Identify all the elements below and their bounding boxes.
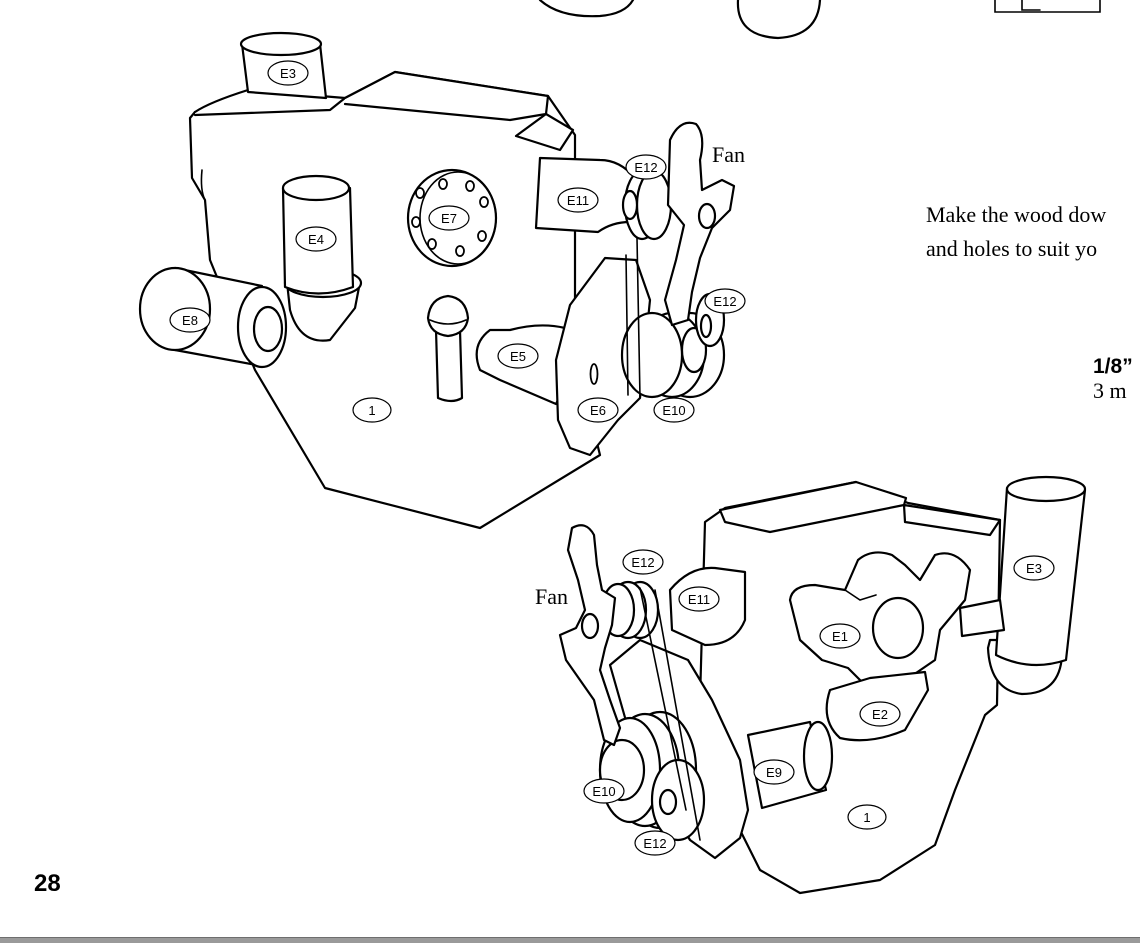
fan-label-bottom: Fan bbox=[535, 584, 568, 609]
part-fan-bottom bbox=[558, 524, 622, 747]
svg-text:E5: E5 bbox=[510, 349, 526, 364]
part-labels-bottom: E12 E11 E3 E1 E2 E9 E10 E12 1 Fan bbox=[535, 549, 1055, 856]
label-e12-bottom-b: E12 bbox=[634, 830, 676, 856]
svg-text:E12: E12 bbox=[631, 555, 654, 570]
part-labels-top: E3 E4 E7 E11 E12 E12 E8 E5 E6 E10 1 Fan bbox=[169, 60, 746, 423]
label-e12-top-a: E12 bbox=[625, 154, 667, 180]
part-pulleys-top bbox=[620, 169, 726, 399]
part-e8-cylinder bbox=[138, 266, 288, 369]
page-number: 28 bbox=[34, 870, 61, 897]
label-e11-top: E11 bbox=[557, 187, 599, 213]
part-e4-cylinder bbox=[281, 174, 363, 342]
svg-text:1: 1 bbox=[368, 403, 375, 418]
label-part1-bottom: 1 bbox=[847, 804, 887, 830]
label-e5-top: E5 bbox=[497, 343, 539, 369]
label-e7-top: E7 bbox=[428, 205, 470, 231]
fan-label-top: Fan bbox=[712, 142, 745, 167]
label-e11-bottom: E11 bbox=[678, 586, 720, 612]
part-e1-bracket bbox=[788, 551, 972, 692]
label-e12-top-b: E12 bbox=[704, 288, 746, 314]
note-line-2: and holes to suit yo bbox=[926, 236, 1098, 261]
svg-text:E12: E12 bbox=[643, 836, 666, 851]
label-e10-top: E10 bbox=[653, 397, 695, 423]
part-post bbox=[426, 294, 470, 403]
svg-text:E3: E3 bbox=[280, 66, 296, 81]
dimension-inch: 1/8” bbox=[1093, 355, 1133, 378]
part-e3-cylinder bbox=[239, 31, 328, 100]
label-e3-bottom: E3 bbox=[1013, 555, 1055, 581]
svg-text:E4: E4 bbox=[308, 232, 324, 247]
label-e1-bottom: E1 bbox=[819, 623, 861, 649]
svg-text:1: 1 bbox=[863, 810, 870, 825]
dimension-mm: 3 m bbox=[1093, 378, 1127, 403]
svg-text:E8: E8 bbox=[182, 313, 198, 328]
part-fan-top bbox=[663, 121, 736, 327]
svg-text:E1: E1 bbox=[832, 629, 848, 644]
label-e8-top: E8 bbox=[169, 307, 211, 333]
engine-diagram-bottom bbox=[558, 475, 1087, 895]
label-e9-bottom: E9 bbox=[753, 759, 795, 785]
svg-text:E7: E7 bbox=[441, 211, 457, 226]
svg-text:E12: E12 bbox=[634, 160, 657, 175]
top-fragment-shapes bbox=[538, 0, 1101, 40]
svg-text:E10: E10 bbox=[592, 784, 615, 799]
svg-text:E11: E11 bbox=[567, 193, 589, 208]
viewer-bottom-scrollbar[interactable] bbox=[0, 937, 1140, 943]
dimension-callout: 1/8” 3 m bbox=[1093, 355, 1133, 403]
svg-text:E6: E6 bbox=[590, 403, 606, 418]
label-e6-top: E6 bbox=[577, 397, 619, 423]
engine-diagram-top bbox=[138, 31, 736, 530]
label-e12-bottom-a: E12 bbox=[622, 549, 664, 575]
svg-text:E3: E3 bbox=[1026, 561, 1042, 576]
instruction-note: Make the wood dow and holes to suit yo bbox=[926, 198, 1106, 266]
svg-text:E12: E12 bbox=[713, 294, 736, 309]
note-line-1: Make the wood dow bbox=[926, 202, 1107, 227]
label-e3-top: E3 bbox=[267, 60, 309, 86]
label-e2-bottom: E2 bbox=[859, 701, 901, 727]
svg-text:E2: E2 bbox=[872, 707, 888, 722]
label-e10-bottom: E10 bbox=[583, 778, 625, 804]
label-part1-top: 1 bbox=[352, 397, 392, 423]
svg-text:E9: E9 bbox=[766, 765, 782, 780]
svg-text:E11: E11 bbox=[688, 592, 710, 607]
label-e4-top: E4 bbox=[295, 226, 337, 252]
svg-text:E10: E10 bbox=[662, 403, 685, 418]
